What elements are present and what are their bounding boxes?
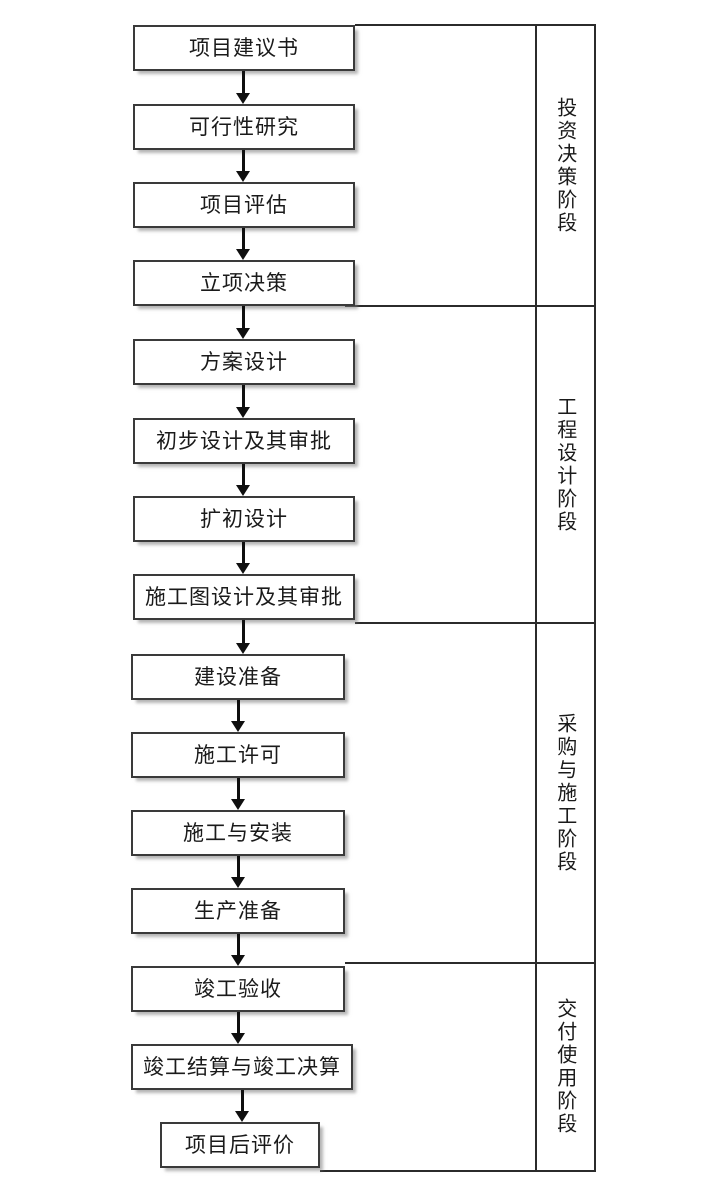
arrow-connector — [231, 934, 245, 966]
phase-label: 采购与施工阶段 — [553, 712, 578, 874]
frame-outer-vertical-rule — [594, 24, 596, 1172]
arrow-head — [236, 643, 250, 654]
node-construction-permit[interactable]: 施工许可 — [131, 732, 345, 778]
node-label: 生产准备 — [194, 898, 282, 923]
arrow-head — [231, 955, 245, 966]
phase-label: 交付使用阶段 — [553, 998, 578, 1136]
node-completion-acceptance[interactable]: 竣工验收 — [131, 966, 345, 1012]
frame-divider-rule-2 — [355, 622, 596, 624]
arrow-head — [235, 1111, 249, 1122]
frame-divider-rule-1 — [345, 305, 596, 307]
arrow-shaft — [236, 934, 240, 955]
arrow-connector — [231, 700, 245, 732]
phase-cell-engineering-design: 工程设计阶段 — [537, 307, 594, 622]
frame-inner-vertical-rule — [535, 24, 537, 1172]
node-extended-preliminary-design[interactable]: 扩初设计 — [133, 496, 355, 542]
arrow-shaft — [240, 1090, 244, 1111]
node-label: 竣工结算与竣工决算 — [143, 1054, 341, 1079]
node-label: 施工与安装 — [183, 820, 293, 845]
node-label: 方案设计 — [200, 349, 288, 374]
node-final-account-settlement[interactable]: 竣工结算与竣工决算 — [131, 1044, 353, 1090]
arrow-connector — [236, 71, 250, 104]
arrow-head — [236, 563, 250, 574]
arrow-connector — [236, 150, 250, 182]
node-label: 施工许可 — [194, 742, 282, 767]
arrow-connector — [231, 778, 245, 810]
arrow-shaft — [241, 306, 245, 328]
node-approval-decision[interactable]: 立项决策 — [133, 260, 355, 306]
phase-cell-delivery-use: 交付使用阶段 — [537, 964, 594, 1170]
arrow-head — [236, 485, 250, 496]
arrow-shaft — [241, 620, 245, 643]
node-construction-drawing-approval[interactable]: 施工图设计及其审批 — [133, 574, 355, 620]
node-production-preparation[interactable]: 生产准备 — [131, 888, 345, 934]
node-label: 建设准备 — [194, 664, 282, 689]
arrow-connector — [236, 620, 250, 654]
phase-label: 工程设计阶段 — [553, 395, 578, 534]
arrow-connector — [235, 1090, 249, 1122]
arrow-head — [231, 877, 245, 888]
arrow-connector — [236, 306, 250, 339]
node-label: 竣工验收 — [194, 976, 282, 1001]
arrow-shaft — [241, 228, 245, 249]
node-preliminary-design-approval[interactable]: 初步设计及其审批 — [133, 418, 355, 464]
arrow-head — [236, 407, 250, 418]
node-feasibility-study[interactable]: 可行性研究 — [133, 104, 355, 150]
arrow-head — [231, 799, 245, 810]
arrow-shaft — [241, 71, 245, 93]
phase-cell-procurement-construction: 采购与施工阶段 — [537, 624, 594, 962]
node-post-project-evaluation[interactable]: 项目后评价 — [160, 1122, 320, 1168]
arrow-connector — [236, 228, 250, 260]
node-label: 项目评估 — [200, 192, 288, 217]
node-label: 扩初设计 — [200, 506, 288, 531]
node-project-proposal[interactable]: 项目建议书 — [133, 25, 355, 71]
node-construction-installation[interactable]: 施工与安装 — [131, 810, 345, 856]
arrow-connector — [231, 856, 245, 888]
node-label: 项目后评价 — [185, 1132, 295, 1157]
arrow-connector — [236, 542, 250, 574]
frame-top-rule — [355, 24, 596, 26]
arrow-head — [236, 328, 250, 339]
node-scheme-design[interactable]: 方案设计 — [133, 339, 355, 385]
node-label: 可行性研究 — [189, 114, 299, 139]
node-label: 项目建议书 — [189, 35, 299, 60]
arrow-shaft — [241, 542, 245, 563]
phase-label: 投资决策阶段 — [553, 96, 578, 235]
arrow-shaft — [236, 1012, 240, 1033]
arrow-connector — [236, 464, 250, 496]
frame-divider-rule-3 — [345, 962, 596, 964]
arrow-head — [231, 721, 245, 732]
arrow-shaft — [236, 700, 240, 721]
node-label: 立项决策 — [200, 270, 288, 295]
frame-bottom-rule — [320, 1170, 596, 1172]
arrow-shaft — [241, 150, 245, 171]
phase-cell-investment-decision: 投资决策阶段 — [537, 26, 594, 305]
arrow-shaft — [241, 385, 245, 407]
arrow-connector — [231, 1012, 245, 1044]
arrow-shaft — [236, 856, 240, 877]
arrow-connector — [236, 385, 250, 418]
arrow-shaft — [236, 778, 240, 799]
arrow-head — [236, 93, 250, 104]
arrow-head — [236, 171, 250, 182]
arrow-head — [231, 1033, 245, 1044]
node-label: 初步设计及其审批 — [156, 428, 332, 453]
node-project-appraisal[interactable]: 项目评估 — [133, 182, 355, 228]
node-construction-preparation[interactable]: 建设准备 — [131, 654, 345, 700]
arrow-shaft — [241, 464, 245, 485]
arrow-head — [236, 249, 250, 260]
node-label: 施工图设计及其审批 — [145, 584, 343, 609]
